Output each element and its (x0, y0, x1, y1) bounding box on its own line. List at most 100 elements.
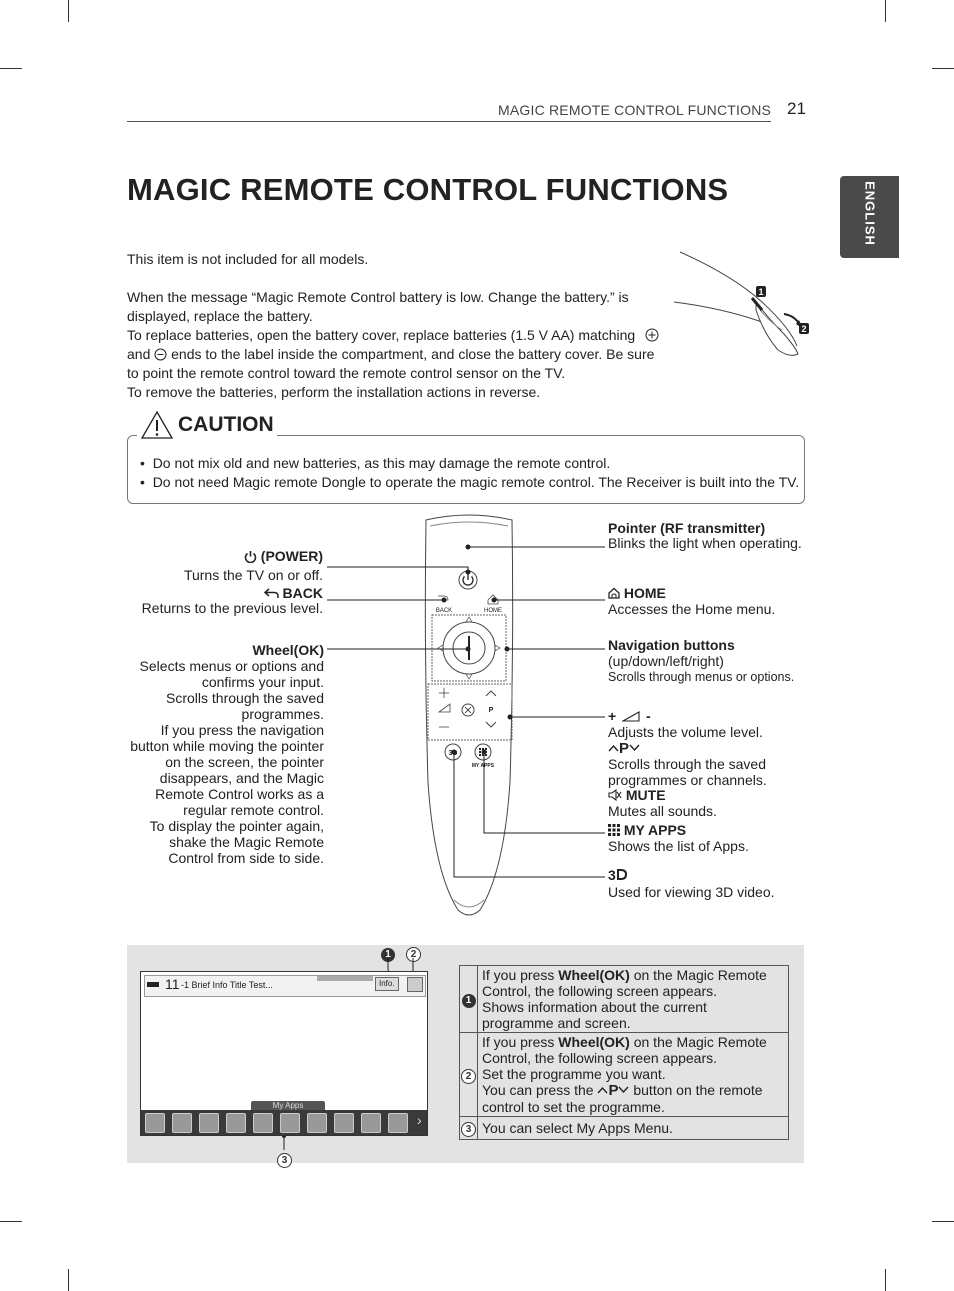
wheel-desc-line: programmes. (241, 706, 324, 722)
page-number: 21 (787, 99, 806, 118)
chevron-down-icon (629, 744, 640, 752)
remote-myapps-label: MY APPS (472, 763, 495, 769)
intro-text: To replace batteries, open the battery c… (127, 327, 636, 343)
myapps-bar-label[interactable]: My Apps (251, 1101, 325, 1110)
home-label: HOME (608, 585, 666, 601)
callout-2: 2 (406, 944, 421, 962)
minus-terminal-icon (154, 348, 167, 361)
app-icon[interactable] (307, 1113, 327, 1133)
power-icon (244, 551, 257, 564)
info-button[interactable]: Info. (375, 977, 399, 991)
app-icon[interactable] (388, 1113, 408, 1133)
row-text: You can select My Apps Menu. (477, 1116, 789, 1140)
row-number: 2 (461, 1068, 476, 1084)
threed-label: 3 (608, 867, 628, 884)
row-text: If you press Wheel(OK) on the Magic Remo… (477, 1032, 789, 1117)
wheel-desc-line: disappears, and the Magic (159, 770, 324, 786)
crop-mark (68, 1269, 69, 1291)
pointer-label: Pointer (RF transmitter) (608, 520, 765, 536)
crop-mark (68, 0, 69, 22)
caution-item-text: Do not mix old and new batteries, as thi… (152, 455, 611, 471)
caution-item: • Do not need Magic remote Dongle to ope… (140, 474, 800, 490)
wheel-desc-line: shake the Magic Remote (169, 834, 324, 850)
table-row: 1 If you press Wheel(OK) on the Magic Re… (459, 965, 789, 1033)
app-icon[interactable] (334, 1113, 354, 1133)
crop-mark (932, 68, 954, 69)
chevron-down-icon (618, 1086, 629, 1094)
info-progress (317, 976, 373, 981)
app-icon[interactable] (199, 1113, 219, 1133)
programme-label: P (608, 740, 640, 757)
apps-grid-icon (608, 824, 620, 836)
programme-desc: Scrolls through the saved (608, 756, 766, 772)
pointer-title: Pointer (RF transmitter) (608, 520, 766, 536)
table-row: 2 If you press Wheel(OK) on the Magic Re… (459, 1032, 789, 1117)
wheel-desc-line: Control from side to side. (168, 850, 324, 866)
intro-text: ends to the label inside the compartment… (171, 346, 655, 362)
app-icon[interactable] (280, 1113, 300, 1133)
wheel-desc-line: confirms your input. (201, 674, 324, 690)
chevron-up-icon (608, 744, 619, 752)
programme-title: P (619, 740, 630, 757)
row-number: 3 (461, 1122, 476, 1137)
wheel-desc-line: If you press the navigation (160, 722, 324, 738)
3d-icon: 3 (608, 867, 628, 883)
intro-line: To remove the batteries, perform the ins… (127, 384, 541, 400)
app-icon[interactable] (145, 1113, 165, 1133)
crop-mark (885, 0, 886, 22)
back-title: BACK (282, 585, 323, 601)
wheel-desc-line: Remote Control works as a (155, 786, 324, 802)
power-title: (POWER) (260, 548, 323, 564)
volume-label: + - (608, 708, 651, 724)
wheel-title: Wheel(OK) (140, 642, 324, 658)
remote-p-label: P (489, 707, 494, 714)
wheel-title-text: Wheel(OK) (252, 642, 324, 658)
intro-text: and (127, 346, 151, 362)
wheel-desc-line: Selects menus or options and (139, 658, 324, 674)
app-icon[interactable] (172, 1113, 192, 1133)
mute-icon (608, 788, 622, 802)
power-label: (POWER) (140, 548, 323, 564)
app-icon[interactable] (226, 1113, 246, 1133)
app-icon[interactable] (253, 1113, 273, 1133)
mute-label: MUTE (608, 787, 666, 803)
page-title: MAGIC REMOTE CONTROL FUNCTIONS (127, 172, 729, 207)
intro-line: displayed, replace the battery. (127, 308, 313, 324)
volume-minus: - (645, 708, 651, 724)
remote-home-label: HOME (484, 608, 502, 614)
mute-desc: Mutes all sounds. (608, 803, 717, 819)
volume-plus: + (608, 708, 617, 724)
wheel-desc-line: on the screen, the pointer (165, 754, 324, 770)
intro-line: and ends to the label inside the compart… (127, 345, 667, 364)
back-label: BACK (140, 585, 323, 601)
channel-icon (147, 982, 159, 987)
myapps-label: MY APPS (608, 822, 686, 838)
intro-line: When the message “Magic Remote Control b… (127, 289, 629, 305)
wheel-desc-line: button while moving the pointer (130, 738, 324, 754)
crop-mark (932, 1221, 954, 1222)
caution-heading: CAUTION (137, 410, 277, 440)
home-desc: Accesses the Home menu. (608, 601, 776, 617)
crop-mark (0, 1221, 22, 1222)
intro-line: This item is not included for all models… (127, 251, 369, 267)
chevron-right-icon[interactable]: › (417, 1112, 422, 1128)
intro-line: To replace batteries, open the battery c… (127, 326, 667, 345)
nav-desc: Scrolls through menus or options. (608, 670, 795, 684)
myapps-title: MY APPS (623, 822, 687, 838)
back-arrow-icon (263, 588, 279, 598)
app-icon[interactable] (361, 1113, 381, 1133)
nav-title: Navigation buttons (608, 637, 735, 653)
programme-list-icon[interactable] (407, 977, 423, 992)
home-title: HOME (623, 585, 666, 601)
header-rule (127, 121, 771, 122)
crop-mark (885, 1269, 886, 1291)
nav-label: Navigation buttons (608, 637, 735, 653)
running-header: MAGIC REMOTE CONTROL FUNCTIONS (498, 102, 772, 118)
battery-cover-illustration: 1 2 (673, 251, 809, 356)
warning-icon (140, 410, 174, 439)
plus-terminal-icon (645, 328, 659, 342)
intro-line: to point the remote control toward the r… (127, 365, 566, 381)
callout-1: 1 (381, 944, 395, 962)
caution-box (127, 435, 805, 504)
